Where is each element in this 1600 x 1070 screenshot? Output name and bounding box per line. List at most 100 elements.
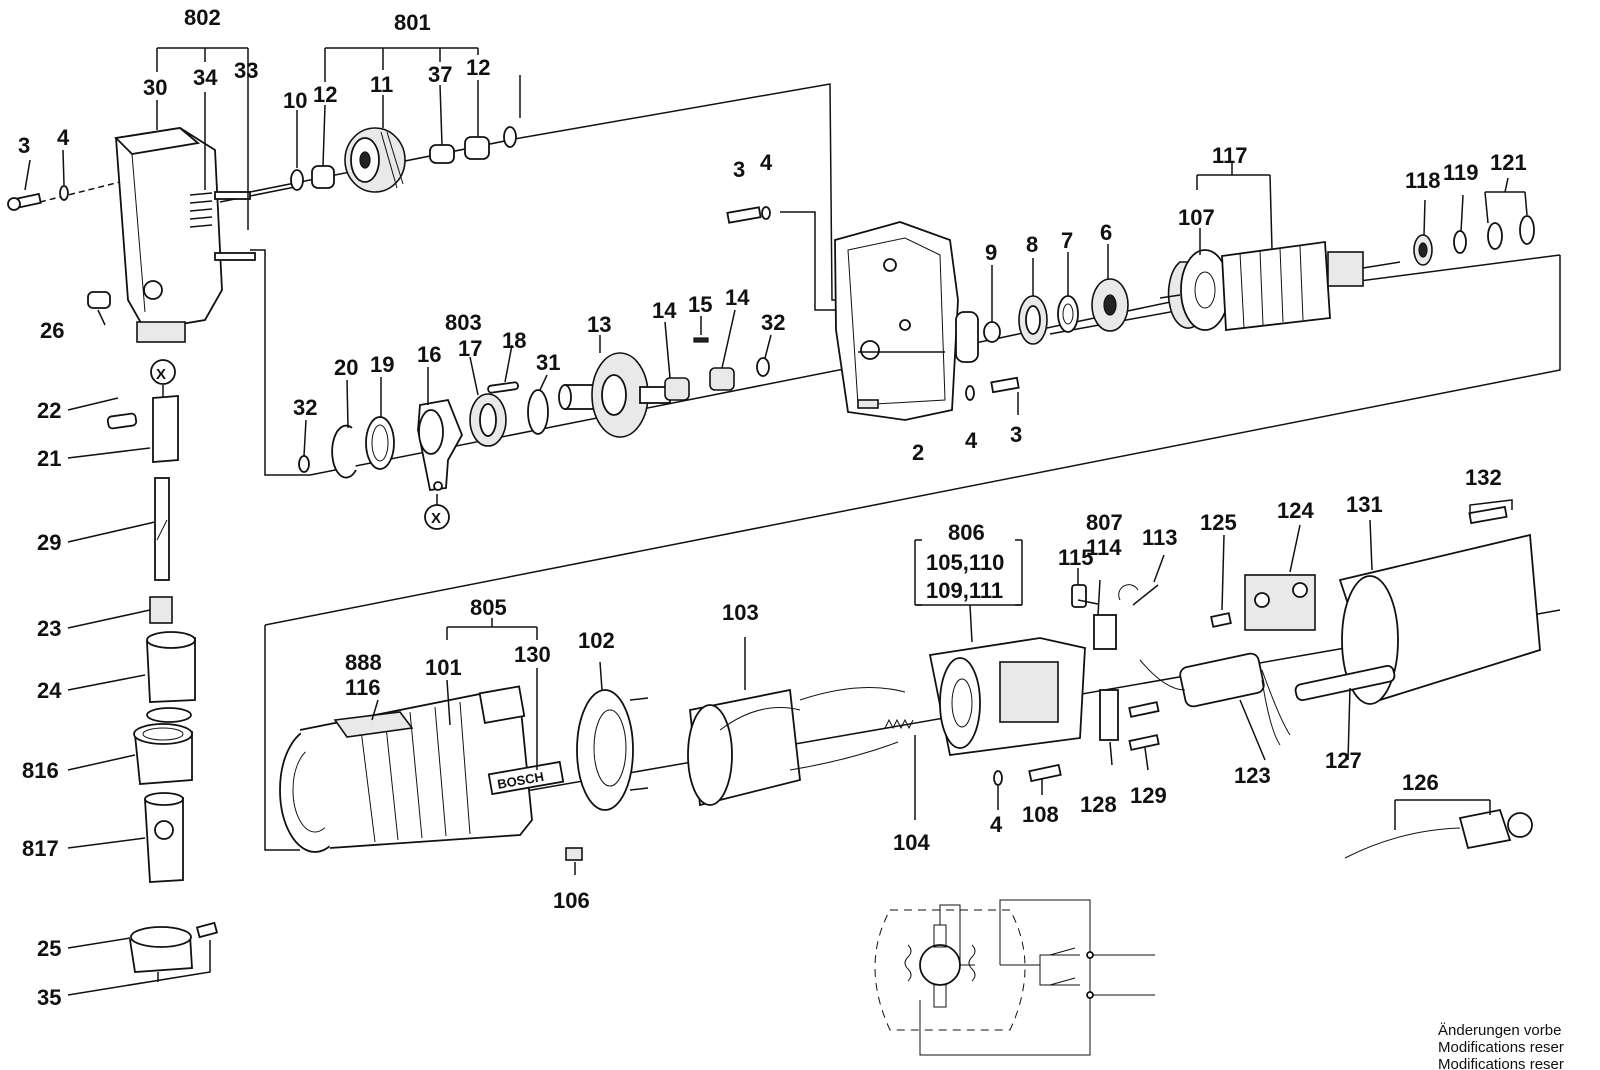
spring-104 xyxy=(884,718,916,820)
label-125: 125 xyxy=(1200,510,1237,535)
label-115: 115 xyxy=(1058,545,1094,570)
notice-line-1: Änderungen vorbe xyxy=(1438,1022,1561,1039)
label-118: 118 xyxy=(1405,168,1441,193)
label-817: 817 xyxy=(22,836,59,861)
label-2: 2 xyxy=(912,440,924,465)
spindle-parts-column xyxy=(106,359,219,982)
label-26: 26 xyxy=(40,318,64,343)
label-19: 19 xyxy=(370,352,394,377)
label-816: 816 xyxy=(22,758,59,783)
label-117: 117 xyxy=(1212,143,1248,168)
label-803: 803 xyxy=(445,310,482,335)
label-16: 16 xyxy=(417,342,441,367)
marker-x-bottom xyxy=(424,504,450,530)
label-37: 37 xyxy=(428,62,452,87)
label-127: 127 xyxy=(1325,748,1362,773)
label-21: 21 xyxy=(37,446,61,471)
label-129: 129 xyxy=(1130,783,1167,808)
label-805: 805 xyxy=(470,595,507,620)
label-126: 126 xyxy=(1402,770,1439,795)
label-116: 116 xyxy=(345,675,381,700)
label-114: 114 xyxy=(1086,535,1122,560)
field-coil-103 xyxy=(687,637,906,807)
part-number-labels: 802 801 30 34 33 10 12 11 37 12 3 4 26 X… xyxy=(18,5,1527,1010)
label-15: 15 xyxy=(688,292,712,317)
head-housing-30 xyxy=(114,127,256,343)
label-3c: 3 xyxy=(1010,422,1022,447)
label-102: 102 xyxy=(578,628,615,653)
label-105-110: 105,110 xyxy=(926,550,1004,575)
label-807: 807 xyxy=(1086,510,1123,535)
label-802: 802 xyxy=(184,5,221,30)
label-32b: 32 xyxy=(293,395,317,420)
label-35: 35 xyxy=(37,985,61,1010)
label-13: 13 xyxy=(587,312,611,337)
label-11: 11 xyxy=(370,72,393,97)
label-106: 106 xyxy=(553,888,590,913)
cable-plug-126 xyxy=(1344,799,1533,859)
assembly-guide-lines xyxy=(39,75,1561,851)
label-17: 17 xyxy=(458,336,482,361)
label-14a: 14 xyxy=(652,298,677,323)
label-101: 101 xyxy=(425,655,462,680)
wiring-schematic xyxy=(874,899,1155,1056)
handle-131 xyxy=(1294,499,1541,761)
label-9: 9 xyxy=(985,240,997,265)
screw-3-left xyxy=(7,185,69,211)
label-14b: 14 xyxy=(725,285,750,310)
label-12b: 12 xyxy=(466,55,490,80)
label-801: 801 xyxy=(394,10,431,35)
gear-row-803 xyxy=(298,337,770,491)
label-22: 22 xyxy=(37,398,61,423)
motor-housing-101 xyxy=(279,685,565,853)
modification-notice: Änderungen vorbe Modifications reser Mod… xyxy=(1438,1022,1564,1070)
label-31: 31 xyxy=(536,350,560,375)
label-119: 119 xyxy=(1443,160,1479,185)
label-4b: 4 xyxy=(760,150,773,175)
label-18: 18 xyxy=(502,328,526,353)
label-33: 33 xyxy=(234,58,258,83)
label-34: 34 xyxy=(193,65,218,90)
label-806: 806 xyxy=(948,520,985,545)
label-10: 10 xyxy=(283,88,307,113)
lower-leader-lines xyxy=(371,618,538,770)
label-8: 8 xyxy=(1026,232,1038,257)
left-leader-lines xyxy=(24,149,211,996)
label-108: 108 xyxy=(1022,802,1059,827)
screw-26 xyxy=(87,291,111,309)
capacitor-123-cable xyxy=(1139,652,1291,761)
label-24: 24 xyxy=(37,678,62,703)
small-parts-lower xyxy=(565,524,1316,875)
label-130: 130 xyxy=(514,642,551,667)
label-3b: 3 xyxy=(733,157,745,182)
label-128: 128 xyxy=(1080,792,1117,817)
label-7: 7 xyxy=(1061,228,1073,253)
armature-117 xyxy=(1159,240,1401,332)
label-109-111: 109,111 xyxy=(926,578,1003,603)
notice-line-3: Modifications reser xyxy=(1438,1056,1564,1070)
bearings-118-121 xyxy=(1196,162,1535,266)
label-132: 132 xyxy=(1465,465,1502,490)
label-29: 29 xyxy=(37,530,61,555)
gear-train-801 xyxy=(290,126,517,193)
label-123: 123 xyxy=(1234,763,1271,788)
label-4d: 4 xyxy=(990,812,1003,837)
bearings-9-8-7-6 xyxy=(983,244,1129,345)
screws-3-4-housing xyxy=(726,206,1020,401)
label-25: 25 xyxy=(37,936,61,961)
notice-line-2: Modifications reser xyxy=(1438,1039,1564,1056)
label-x1: X xyxy=(156,366,166,383)
label-12a: 12 xyxy=(313,82,337,107)
label-131: 131 xyxy=(1346,492,1383,517)
label-32a: 32 xyxy=(761,310,785,335)
label-121: 121 xyxy=(1490,150,1527,175)
label-888: 888 xyxy=(345,650,382,675)
baffle-102 xyxy=(576,661,649,811)
label-x2: X xyxy=(431,510,441,527)
label-30: 30 xyxy=(143,75,167,100)
top-centre-leaders xyxy=(156,47,479,230)
label-113: 113 xyxy=(1142,525,1178,550)
label-6: 6 xyxy=(1100,220,1112,245)
label-107: 107 xyxy=(1178,205,1215,230)
